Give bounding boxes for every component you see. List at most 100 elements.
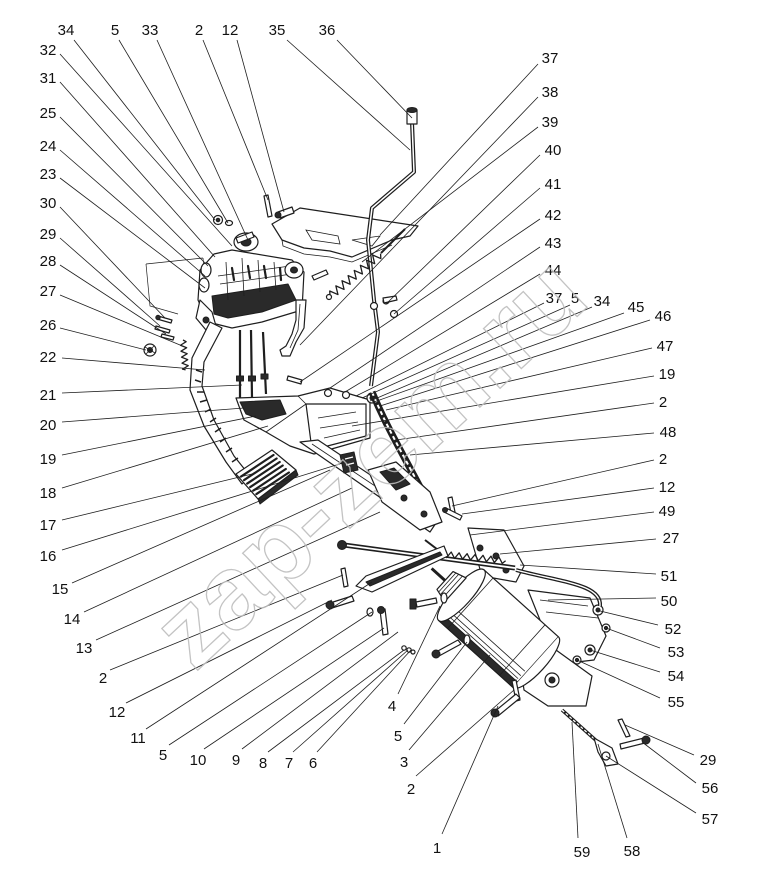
leader-line [61, 357, 206, 371]
callout-number: 12 [222, 22, 239, 39]
callout-number: 51 [661, 568, 678, 585]
callout-number: 31 [40, 70, 57, 87]
leader-line [71, 469, 331, 584]
callout-top-1: 5 [111, 22, 229, 224]
leader-line [351, 375, 655, 427]
callout-number: 55 [668, 694, 685, 711]
callout-number: 19 [659, 366, 676, 383]
callout-number: 13 [76, 640, 93, 657]
leader-line [395, 402, 655, 441]
callout-right-28: 56 [641, 741, 718, 797]
leader-line [379, 63, 539, 236]
callout-right-22: 50 [547, 593, 677, 610]
callout-left-27: 7 [285, 649, 409, 772]
callout-number: 41 [545, 176, 562, 193]
callout-bottom-4: 4 [388, 605, 441, 715]
callout-number: 12 [109, 704, 126, 721]
leader-line [369, 306, 593, 402]
callout-right-29: 57 [605, 755, 718, 828]
leader-line [605, 755, 697, 814]
lever-bolts [325, 567, 416, 655]
pressure-pipe [366, 107, 418, 387]
leader-line [59, 149, 206, 277]
callout-number: 34 [58, 22, 75, 39]
callout-number: 49 [659, 503, 676, 520]
callout-number: 39 [542, 114, 559, 131]
callout-top-0: 34 [58, 22, 216, 221]
callout-top-4: 12 [222, 22, 285, 213]
leader-line [469, 511, 655, 536]
callout-number: 21 [40, 387, 57, 404]
callout-number: 35 [269, 22, 286, 39]
callout-right-12: 46 [379, 308, 671, 407]
callout-number: 28 [40, 253, 57, 270]
clamp-block [339, 451, 359, 474]
leader-line [59, 81, 216, 258]
callout-number: 2 [407, 781, 415, 798]
booster-hose [515, 568, 602, 607]
callout-number: 52 [665, 621, 682, 638]
callout-number: 58 [624, 843, 641, 860]
leader-line [409, 432, 655, 456]
parts-drawing [143, 107, 651, 767]
leader-line [373, 312, 625, 403]
callout-number: 34 [594, 293, 611, 310]
callout-number: 29 [40, 226, 57, 243]
callout-number: 8 [259, 755, 267, 772]
callout-top-6: 36 [319, 22, 413, 119]
callout-left-22: 11 [130, 581, 373, 747]
callout-number: 22 [40, 349, 57, 366]
leader-line [344, 273, 541, 393]
callout-number: 26 [40, 317, 57, 334]
callout-number: 11 [130, 730, 146, 747]
booster-rear-housing [527, 589, 611, 665]
callout-left-12: 20 [40, 407, 245, 434]
callout-right-7: 44 [344, 262, 562, 393]
callout-right-15: 2 [395, 394, 667, 441]
callout-number: 23 [40, 166, 57, 183]
leader-line [118, 39, 229, 224]
return-spring [325, 228, 406, 301]
leader-line [59, 237, 161, 327]
leader-line [267, 649, 405, 753]
leader-line [385, 154, 541, 305]
leader-line [361, 126, 539, 263]
leader-line [59, 264, 167, 335]
leader-line [236, 39, 285, 213]
callout-right-11: 45 [373, 299, 644, 403]
callout-number: 54 [668, 668, 685, 685]
clutch-booster-cylinder [430, 567, 561, 689]
leader-line [519, 564, 657, 575]
callout-number: 14 [64, 611, 81, 628]
callout-right-19: 49 [469, 503, 676, 536]
callout-top-2: 33 [142, 22, 249, 241]
leader-line [59, 327, 147, 351]
leader-line [61, 461, 347, 551]
callout-number: 1 [433, 840, 441, 857]
release-lever [560, 708, 651, 767]
pushrods [236, 329, 269, 399]
callout-number: 20 [40, 417, 57, 434]
callout-right-14: 19 [351, 366, 676, 427]
callout-number: 5 [111, 22, 119, 39]
leader-line [361, 304, 571, 399]
callout-bottom-1: 2 [407, 689, 515, 798]
callout-number: 3 [400, 754, 408, 771]
callout-number: 27 [40, 283, 57, 300]
callout-number: 36 [319, 22, 336, 39]
leader-line [156, 39, 249, 241]
callout-number: 47 [657, 338, 674, 355]
callout-bottom-3: 5 [394, 641, 468, 745]
leader-line [73, 39, 216, 221]
callout-right-2: 39 [361, 114, 559, 263]
callout-left-2: 25 [40, 105, 209, 267]
callout-number: 33 [142, 22, 159, 39]
callout-number: 44 [545, 262, 562, 279]
callout-number: 27 [663, 530, 680, 547]
leader-line [329, 246, 541, 389]
callout-right-8: 37 [355, 290, 562, 397]
leader-line [125, 599, 333, 704]
leader-line [393, 187, 541, 315]
leader-line [624, 724, 695, 756]
leader-line [299, 218, 541, 383]
